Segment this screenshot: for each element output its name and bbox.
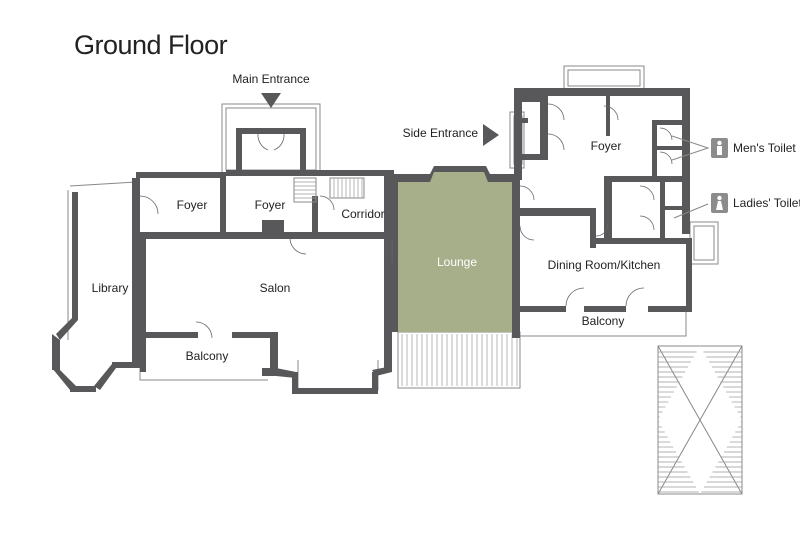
walls <box>52 88 692 394</box>
main-entrance-marker: Main Entrance <box>232 72 310 108</box>
main-entrance-label: Main Entrance <box>232 72 310 86</box>
room-labels: Library Foyer Foyer Corridor Salon Balco… <box>92 139 661 363</box>
room-foyer-center: Foyer <box>255 198 286 212</box>
stair-steps <box>294 178 363 199</box>
deck-hatching <box>401 334 518 386</box>
side-entrance-arrow-icon <box>483 124 499 146</box>
lounge-area <box>398 170 516 332</box>
room-corridor: Corridor <box>341 207 384 221</box>
page-title: Ground Floor <box>74 30 228 60</box>
roof-hatch <box>657 345 743 495</box>
mens-toilet-label: Men's Toilet <box>733 141 796 155</box>
room-library: Library <box>92 281 129 295</box>
side-entrance-label: Side Entrance <box>403 126 479 140</box>
room-lounge: Lounge <box>437 255 477 269</box>
room-foyer-right: Foyer <box>591 139 622 153</box>
side-entrance-marker: Side Entrance <box>403 124 499 146</box>
room-balcony-right: Balcony <box>582 314 625 328</box>
room-dining-kitchen: Dining Room/Kitchen <box>548 258 661 272</box>
main-entrance-arrow-icon <box>261 93 281 108</box>
room-salon: Salon <box>260 281 291 295</box>
room-foyer-left: Foyer <box>177 198 208 212</box>
room-balcony-left: Balcony <box>186 349 229 363</box>
mens-toilet-callout: Men's Toilet <box>671 135 796 161</box>
ladies-toilet-label: Ladies' Toilet <box>733 196 800 210</box>
ladies-toilet-callout: Ladies' Toilet <box>673 193 800 219</box>
roof-hatching <box>658 351 742 493</box>
